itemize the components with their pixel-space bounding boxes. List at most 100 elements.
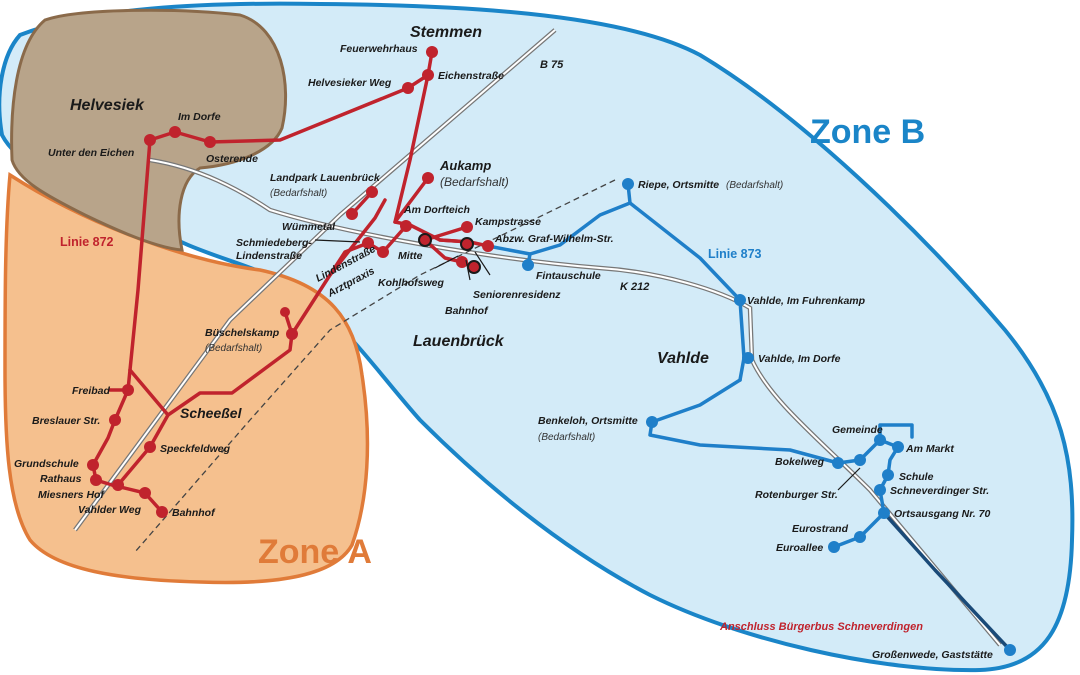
zone-b-label: Zone B (810, 113, 925, 151)
stop-speckfeldweg[interactable] (144, 441, 156, 453)
stop-vahlde-im-dorfe[interactable] (742, 352, 754, 364)
label-osterende: Osterende (206, 153, 258, 165)
stop-kohlhofsweg[interactable] (456, 256, 468, 268)
line-873-label: Linie 873 (708, 247, 762, 261)
stop-abzw[interactable] (482, 240, 494, 252)
stop-grundschule[interactable] (87, 459, 99, 471)
label-schmiedeberg-2: Lindenstraße (236, 250, 302, 262)
stop-gemeinde[interactable] (874, 434, 886, 446)
zone-a-label: Zone A (258, 533, 372, 571)
stop-im-dorfe[interactable] (169, 126, 181, 138)
label-kohlhofsweg: Kohlhofsweg (378, 277, 444, 289)
label-vahlder-weg: Vahlder Weg (78, 504, 142, 516)
road-k212: K 212 (620, 281, 649, 293)
label-ortsausgang: Ortsausgang Nr. 70 (894, 508, 990, 520)
label-feuerwehrhaus: Feuerwehrhaus (340, 43, 418, 55)
stop-bueschelskamp-2[interactable] (280, 307, 290, 317)
stop-bahnhof-scheessel[interactable] (156, 506, 168, 518)
label-landpark: Landpark Lauenbrück (270, 172, 381, 184)
town-stemmen: Stemmen (410, 24, 482, 41)
label-wuemmetal: Wümmetal (282, 221, 336, 233)
label-kampstrasse: Kampstrasse (475, 216, 541, 228)
stop-bahnhof-lauenbrueck[interactable] (467, 260, 481, 274)
label-eichenstrasse: Eichenstraße (438, 70, 504, 82)
label-riepe: Riepe, Ortsmitte (638, 179, 719, 191)
stop-breslauer[interactable] (109, 414, 121, 426)
stop-rathaus[interactable] (90, 474, 102, 486)
stop-aukamp[interactable] (422, 172, 434, 184)
stop-schneverdinger[interactable] (874, 484, 886, 496)
town-vahlde: Vahlde (657, 350, 709, 367)
label-am-markt: Am Markt (905, 443, 954, 455)
label-eurostrand: Eurostrand (792, 523, 849, 535)
stop-unter-den-eichen[interactable] (144, 134, 156, 146)
stop-lindenstrasse[interactable] (377, 246, 389, 258)
roads (73, 28, 1002, 647)
helvesiek-area (10, 8, 288, 252)
label-landpark-sub: (Bedarfshalt) (270, 188, 327, 199)
town-aukamp: Aukamp (439, 158, 491, 173)
label-schmiedeberg-1: Schmiedeberg- (236, 237, 312, 249)
stop-am-markt[interactable] (892, 441, 904, 453)
town-lauenbrueck: Lauenbrück (413, 333, 505, 350)
stop-rotenburger[interactable] (854, 454, 866, 466)
label-im-dorfe: Im Dorfe (178, 111, 221, 123)
stop-grossenwede[interactable] (1004, 644, 1016, 656)
road-b75: B 75 (540, 59, 564, 71)
label-benkeloh-sub: (Bedarfshalt) (538, 432, 595, 443)
stop-miesners-hof[interactable] (112, 479, 124, 491)
stop-helvesieker-weg[interactable] (402, 82, 414, 94)
label-bueschelskamp: Büschelskamp (205, 327, 280, 339)
label-bahnhof-lauenbrueck: Bahnhof (445, 305, 489, 317)
stop-fintauschule[interactable] (522, 259, 534, 271)
pointer-arrows (314, 239, 861, 491)
label-grundschule: Grundschule (14, 458, 79, 470)
stops-872 (87, 46, 494, 518)
stop-wuemmetal[interactable] (346, 208, 358, 220)
label-bokelweg: Bokelweg (775, 456, 825, 468)
label-mitte: Mitte (398, 250, 423, 262)
label-abzw: Abzw. Graf-Wilhelm-Str. (494, 233, 614, 245)
stop-eichenstrasse[interactable] (422, 69, 434, 81)
label-vahlde-im-dorfe: Vahlde, Im Dorfe (758, 353, 841, 365)
line-872-label: Linie 872 (60, 235, 114, 249)
stop-feuerwehrhaus[interactable] (426, 46, 438, 58)
stop-landpark[interactable] (366, 186, 378, 198)
stop-benkeloh[interactable] (646, 416, 658, 428)
town-aukamp-sub: (Bedarfshalt) (440, 175, 509, 189)
stop-euroallee[interactable] (828, 541, 840, 553)
label-im-fuhrenkamp: Vahlde, Im Fuhrenkamp (747, 295, 866, 307)
stop-bueschelskamp[interactable] (286, 328, 298, 340)
stop-kohlhofsweg-ring[interactable] (460, 237, 474, 251)
stop-eurostrand[interactable] (854, 531, 866, 543)
label-speckfeldweg: Speckfeldweg (160, 443, 231, 455)
label-unter-den-eichen: Unter den Eichen (48, 147, 134, 159)
label-benkeloh: Benkeloh, Ortsmitte (538, 415, 638, 427)
stop-vahlder-weg[interactable] (139, 487, 151, 499)
stop-mitte[interactable] (418, 233, 432, 247)
label-helvesieker-weg: Helvesieker Weg (308, 77, 392, 89)
stop-freibad[interactable] (122, 384, 134, 396)
stop-schule[interactable] (882, 469, 894, 481)
label-bueschelskamp-sub: (Bedarfshalt) (205, 343, 262, 354)
town-scheessel: Scheeßel (180, 405, 243, 421)
label-grossenwede: Großenwede, Gaststätte (872, 649, 993, 661)
label-seniorenresidenz: Seniorenresidenz (473, 289, 561, 301)
label-schneverdinger: Schneverdinger Str. (890, 485, 989, 497)
label-freibad: Freibad (72, 385, 111, 397)
stop-riepe[interactable] (622, 178, 634, 190)
stop-kampstrasse[interactable] (461, 221, 473, 233)
stop-im-fuhrenkamp[interactable] (734, 294, 746, 306)
stop-schmiedeberg[interactable] (362, 237, 374, 249)
stop-ortsausgang[interactable] (878, 507, 890, 519)
stop-osterende[interactable] (204, 136, 216, 148)
label-bahnhof-scheessel: Bahnhof (172, 507, 216, 519)
town-helvesiek: Helvesiek (70, 97, 145, 114)
stop-bokelweg[interactable] (832, 457, 844, 469)
label-gemeinde: Gemeinde (832, 424, 883, 436)
connection-note: Anschluss Bürgerbus Schneverdingen (719, 621, 923, 633)
stop-am-dorfteich[interactable] (400, 220, 412, 232)
label-euroallee: Euroallee (776, 542, 823, 554)
